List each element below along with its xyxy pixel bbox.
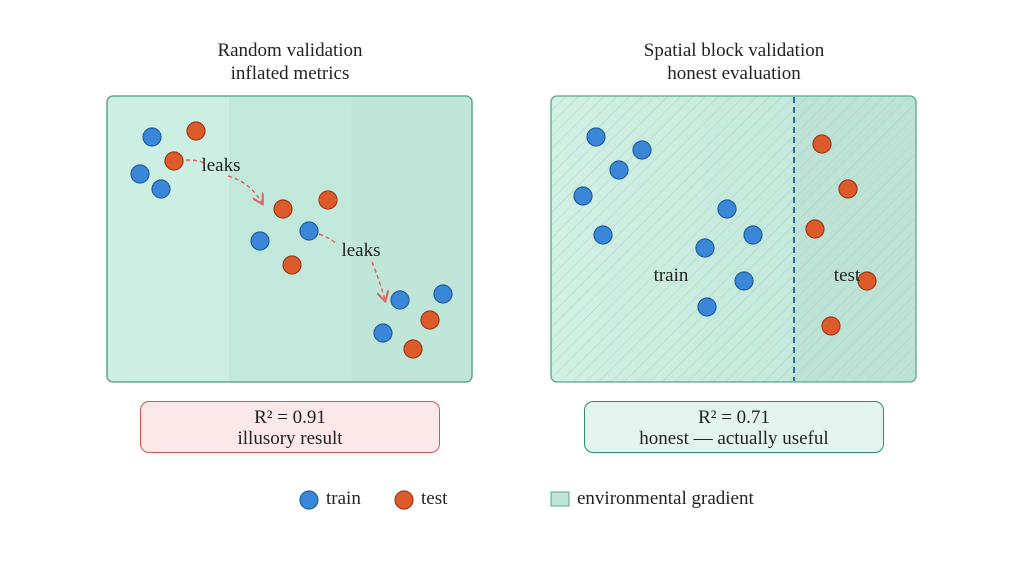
left-panel: leaks leaks: [106, 95, 473, 383]
left-train-point: [390, 290, 410, 310]
right-train-point: [632, 140, 652, 160]
left-train-point: [373, 323, 393, 343]
right-panel: train test: [550, 95, 917, 383]
left-test-point: [164, 151, 184, 171]
leak-arrow-2: [371, 261, 385, 300]
left-train-point: [299, 221, 319, 241]
right-train-point: [593, 225, 613, 245]
right-train-point: [717, 199, 737, 219]
left-result-box: R² = 0.91 illusory result: [140, 401, 440, 453]
region-test-label: test: [834, 265, 861, 286]
legend-gradient-label: environmental gradient: [577, 488, 754, 509]
leak-arrow-1: [227, 175, 262, 203]
leak-label-1: leaks: [201, 155, 240, 176]
leak-label-2: leaks: [341, 240, 380, 261]
left-test-point: [186, 121, 206, 141]
right-train-point: [609, 160, 629, 180]
legend-gradient-swatch: [550, 491, 570, 507]
legend-test-marker: [394, 490, 414, 510]
legend-test-label: test: [421, 488, 448, 509]
region-train-label: train: [654, 265, 689, 286]
right-test-point: [805, 219, 825, 239]
legend: [299, 490, 570, 510]
left-train-point: [151, 179, 171, 199]
left-train-point: [130, 164, 150, 184]
left-title-line2: inflated metrics: [230, 63, 350, 84]
left-title-line1: Random validation: [217, 40, 363, 61]
left-test-point: [273, 199, 293, 219]
left-train-point: [433, 284, 453, 304]
right-points: [573, 127, 877, 336]
legend-train-label: train: [326, 488, 361, 509]
left-result-caption: illusory result: [237, 428, 343, 449]
legend-train-marker: [299, 490, 319, 510]
right-train-point: [586, 127, 606, 147]
right-result-box: R² = 0.71 honest — actually useful: [584, 401, 884, 453]
right-train-point: [573, 186, 593, 206]
right-train-point: [695, 238, 715, 258]
left-points: [130, 121, 453, 359]
left-test-point: [420, 310, 440, 330]
left-test-point: [282, 255, 302, 275]
right-result-metric: R² = 0.71: [698, 407, 770, 428]
right-panel-border: [550, 95, 917, 383]
right-test-point: [812, 134, 832, 154]
left-result-metric: R² = 0.91: [254, 407, 326, 428]
left-train-point: [142, 127, 162, 147]
right-title-line2: honest evaluation: [667, 63, 801, 84]
right-test-point: [838, 179, 858, 199]
right-train-point: [743, 225, 763, 245]
left-test-point: [318, 190, 338, 210]
left-train-point: [250, 231, 270, 251]
right-test-point: [857, 271, 877, 291]
right-title: Spatial block validation honest evaluati…: [584, 39, 884, 85]
right-title-line1: Spatial block validation: [643, 40, 825, 61]
right-train-point: [697, 297, 717, 317]
left-gradient-band-right: [351, 97, 471, 381]
right-hatch: [551, 96, 916, 382]
leak-arrow-2-start: [318, 233, 338, 245]
right-test-point: [821, 316, 841, 336]
right-train-point: [734, 271, 754, 291]
leak-arrow-1-start: [185, 159, 207, 165]
left-title: Random validation inflated metrics: [150, 39, 430, 85]
left-test-point: [403, 339, 423, 359]
left-panel-border: [106, 95, 473, 383]
right-result-caption: honest — actually useful: [639, 428, 829, 449]
